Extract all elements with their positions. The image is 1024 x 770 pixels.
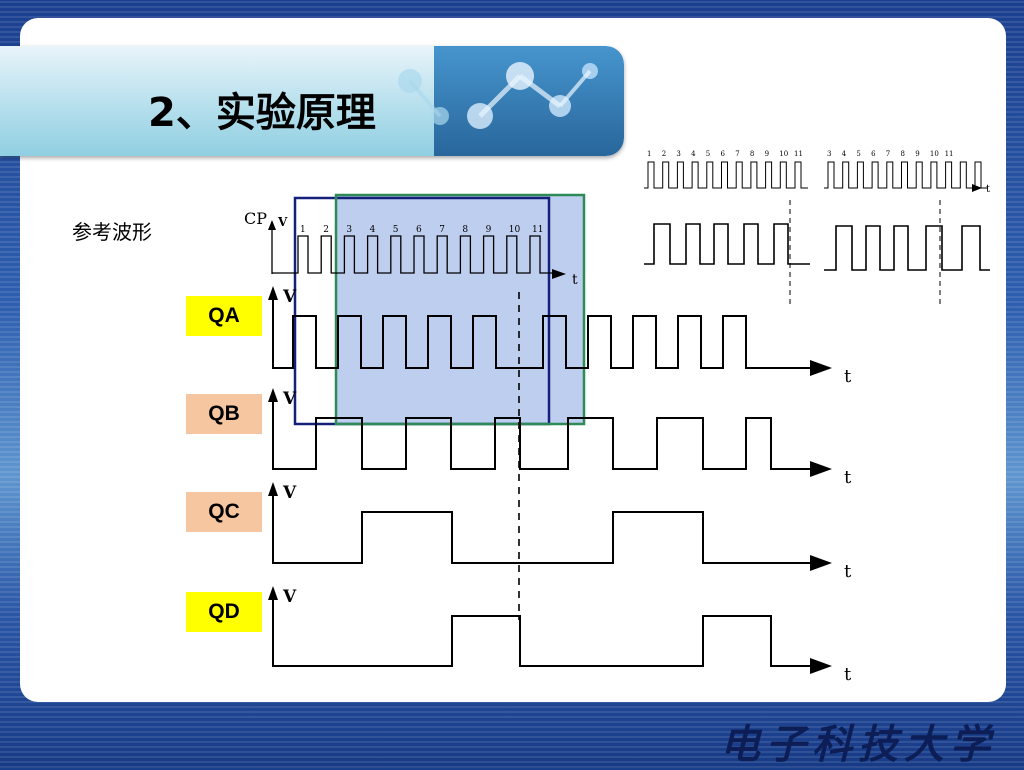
thumb-pulse-number: 8 [901, 150, 905, 158]
thumb-pulse-number: 7 [886, 150, 890, 158]
thumb-pulse-number: 11 [945, 150, 954, 158]
thumb-pulse-number: 10 [930, 150, 939, 158]
chip-qc: QC [186, 492, 262, 532]
cp-pulse-number: 10 [509, 225, 521, 235]
cp-pulse-number: 3 [346, 225, 352, 235]
signal-t-arrow [810, 360, 832, 376]
reference-waveform-label: 参考波形 [72, 220, 152, 244]
thumb-t-label: t [986, 184, 990, 195]
overlay-fill [336, 196, 584, 424]
thumbnail-right: 3 4 5 6 7 8 9 10 11 t [824, 150, 990, 308]
cp-label: CP [244, 209, 267, 228]
reference-waveform-thumbnails: 1 2 3 4 5 6 7 8 9 10 11 3 4 5 6 7 8 9 10 11 t [642, 142, 998, 312]
signal-t-arrow [810, 555, 832, 571]
signal-v-label: V [282, 587, 297, 607]
waveform-qb: Vt [268, 388, 852, 488]
thumb-pulse-number: 2 [662, 150, 666, 158]
signal-trace [272, 315, 815, 369]
waveform-qc: Vt [268, 482, 852, 582]
waveform-qd: Vt [268, 586, 852, 685]
cp-t-arrow [552, 269, 566, 279]
title-banner [0, 46, 624, 156]
thumb-pulse-number: 10 [779, 150, 788, 158]
thumb-pulse-number: 5 [856, 150, 860, 158]
cp-pulse-number: 2 [323, 225, 329, 235]
signal-t-label: t [844, 467, 852, 488]
signal-t-label: t [844, 664, 852, 685]
cp-pulse-number: 9 [486, 225, 492, 235]
signal-t-arrow [810, 658, 832, 674]
signal-t-label: t [844, 561, 852, 582]
thumb-pulse-number: 8 [750, 150, 754, 158]
thumb-pulse-number: 9 [915, 150, 919, 158]
cp-v-arrow [268, 220, 276, 230]
thumb-pulse-number: 4 [842, 150, 847, 158]
signal-trace [272, 511, 815, 564]
thumb-pulse-number: 4 [691, 150, 696, 158]
cp-v-label: V [277, 215, 288, 229]
cp-pulse-number: 6 [416, 225, 422, 235]
green-selection-box [334, 193, 586, 426]
signal-v-arrow [268, 482, 278, 496]
signal-v-arrow [268, 586, 278, 600]
cp-pulse-number: 1 [300, 225, 306, 235]
thumb-pulse-number: 6 [871, 150, 876, 158]
thumb-pulse-number: 7 [735, 150, 739, 158]
signal-v-arrow [268, 286, 278, 300]
thumb-pulse-number: 3 [676, 150, 680, 158]
chip-qd: QD [186, 592, 262, 632]
cp-pulse-number: 5 [393, 225, 399, 235]
chip-qa: QA [186, 296, 262, 336]
cp-pulse-number: 4 [370, 225, 376, 235]
cp-pulse-number: 11 [532, 225, 543, 235]
thumb-pulse-number: 9 [765, 150, 769, 158]
cp-pulse-numbers: 1 2 3 4 5 6 7 8 9 10 11 [300, 225, 543, 235]
thumb-cp-trace [644, 161, 808, 189]
signal-trace [272, 615, 815, 667]
signal-v-label: V [282, 287, 297, 307]
cp-pulse-train [272, 235, 560, 274]
signal-trace [272, 417, 815, 470]
molecule-icon [398, 62, 598, 129]
cp-pulse-number: 8 [462, 225, 468, 235]
chip-qb: QB [186, 394, 262, 434]
signal-t-arrow [810, 461, 832, 477]
university-logo: 电子科技大学 [720, 721, 996, 768]
thumb-pulse-number: 3 [827, 150, 831, 158]
thumb-pulse-number: 6 [721, 150, 726, 158]
signal-v-label: V [282, 389, 297, 409]
slide-title: 2、实验原理 [148, 90, 376, 136]
signal-v-label: V [282, 483, 297, 503]
cp-t-label: t [572, 272, 578, 288]
thumbnail-left: 1 2 3 4 5 6 7 8 9 10 11 [644, 150, 810, 308]
thumb-cp-trace [824, 161, 988, 189]
thumb-pulse-number: 1 [647, 150, 651, 158]
thumb-signal-trace [644, 223, 810, 265]
waveform-qa: Vt [268, 286, 852, 387]
cp-pulse-number: 7 [439, 225, 445, 235]
thumb-t-arrow [972, 184, 982, 192]
thumb-pulse-number: 11 [794, 150, 803, 158]
cp-waveform [268, 220, 566, 279]
signal-t-label: t [844, 366, 852, 387]
thumb-signal-trace [824, 225, 990, 271]
signal-v-arrow [268, 388, 278, 402]
thumb-pulse-number: 5 [706, 150, 710, 158]
